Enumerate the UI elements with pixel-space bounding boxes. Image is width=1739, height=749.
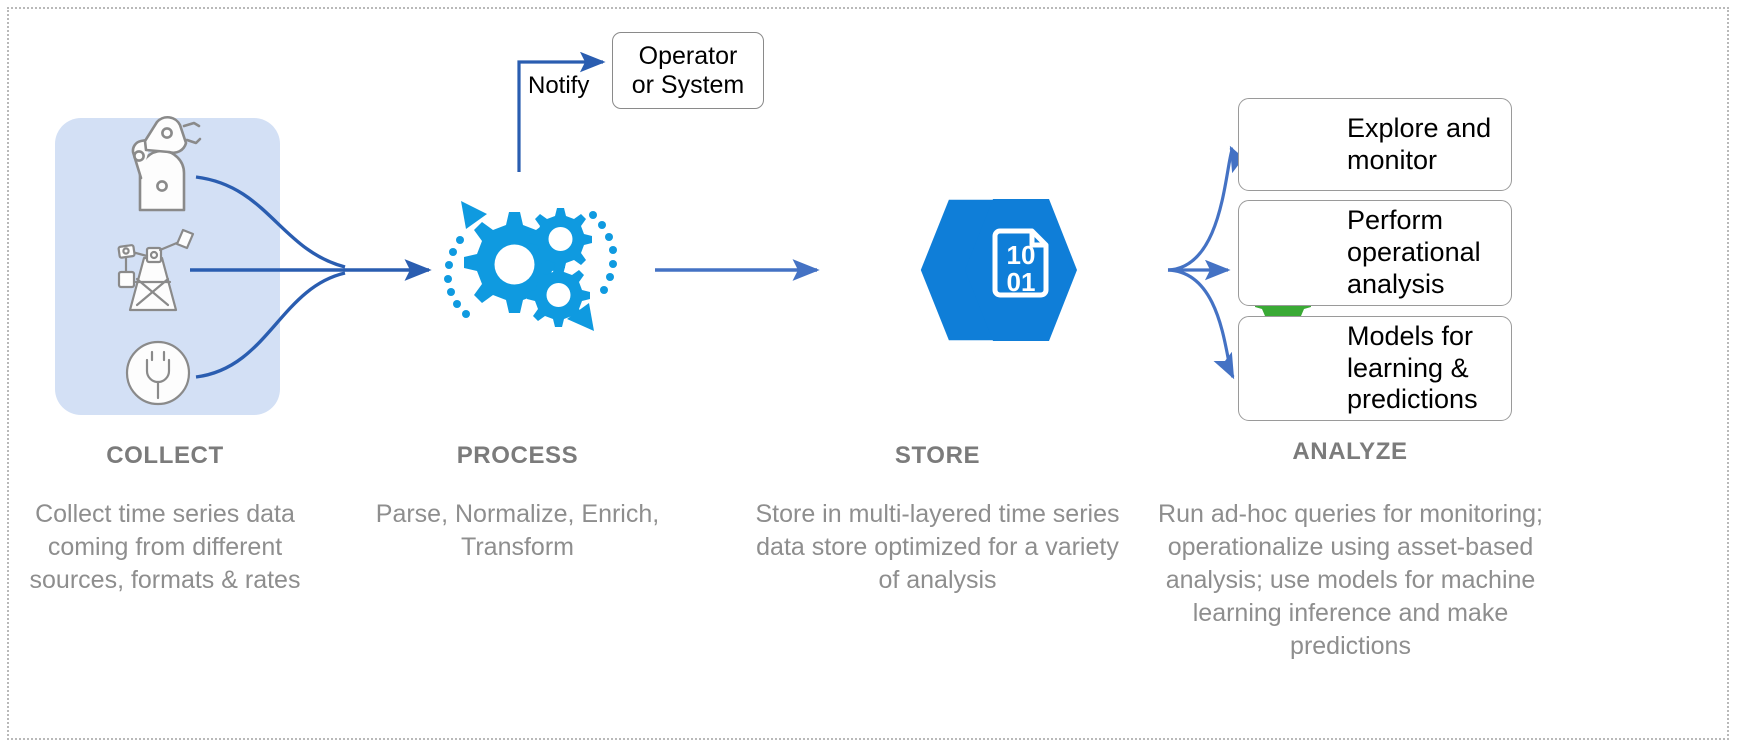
operator-box-line-2: or System xyxy=(631,70,745,99)
collect-arrow-bottom xyxy=(195,271,346,379)
models-line-1: Models for xyxy=(1347,320,1474,351)
operational-analysis-icon-slot xyxy=(1249,207,1341,299)
lightbulb-icon-slot xyxy=(1249,99,1341,191)
analyze-card-perform-label: Perform operational analysis xyxy=(1341,205,1481,301)
perform-line-3: analysis xyxy=(1347,268,1445,299)
binary-text-line-2: 01 xyxy=(1007,267,1036,297)
analyze-card-models-label: Models for learning & predictions xyxy=(1341,321,1478,417)
notify-label: Notify xyxy=(528,72,590,99)
analyze-arrow-bottom-head xyxy=(1213,351,1235,380)
power-plug-icon xyxy=(125,340,191,406)
analyze-arrow-bottom xyxy=(1167,268,1234,376)
stage-description-process: Parse, Normalize, Enrich, Transform xyxy=(375,500,660,561)
binary-text-line-1: 10 xyxy=(1007,240,1036,270)
explore-line-2: monitor xyxy=(1347,144,1438,175)
explore-line-1: Explore and xyxy=(1347,112,1492,143)
analyze-card-perform[interactable]: Perform operational analysis xyxy=(1238,200,1512,306)
stage-description-analyze: Run ad-hoc queries for monitoring; opera… xyxy=(1158,500,1543,660)
machine-learning-icon-slot xyxy=(1249,323,1341,415)
stage-description-store: Store in multi-layered time series data … xyxy=(755,500,1120,594)
analyze-arrow-top-head xyxy=(1229,145,1251,174)
stage-title-collect: COLLECT xyxy=(106,442,224,469)
stage-title-store: STORE xyxy=(894,442,981,469)
robot-arm-icon xyxy=(131,115,202,212)
oil-rig-icon xyxy=(117,228,195,312)
analyze-card-explore[interactable]: Explore and monitor xyxy=(1238,98,1512,191)
operator-box-line-1: Operator xyxy=(638,41,738,70)
gears-icon xyxy=(444,201,617,331)
analyze-card-models[interactable]: Models for learning & predictions xyxy=(1238,316,1512,421)
operator-or-system-box[interactable]: Operator or System xyxy=(612,32,764,109)
analyze-arrow-top xyxy=(1167,149,1234,272)
stage-title-process: PROCESS xyxy=(456,442,579,469)
analyze-card-explore-label: Explore and monitor xyxy=(1341,113,1491,177)
models-line-2: learning & xyxy=(1347,352,1469,383)
notify-arrow xyxy=(517,51,606,172)
collect-arrow-top xyxy=(195,175,346,269)
perform-line-2: operational xyxy=(1347,237,1481,268)
stage-description-collect: Collect time series data coming from dif… xyxy=(29,500,301,594)
models-line-3: predictions xyxy=(1347,384,1478,415)
binary-document-hexagon-icon: 10 01 xyxy=(920,199,1077,341)
perform-line-1: Perform xyxy=(1347,205,1444,236)
stage-title-analyze: ANALYZE xyxy=(1292,438,1408,465)
